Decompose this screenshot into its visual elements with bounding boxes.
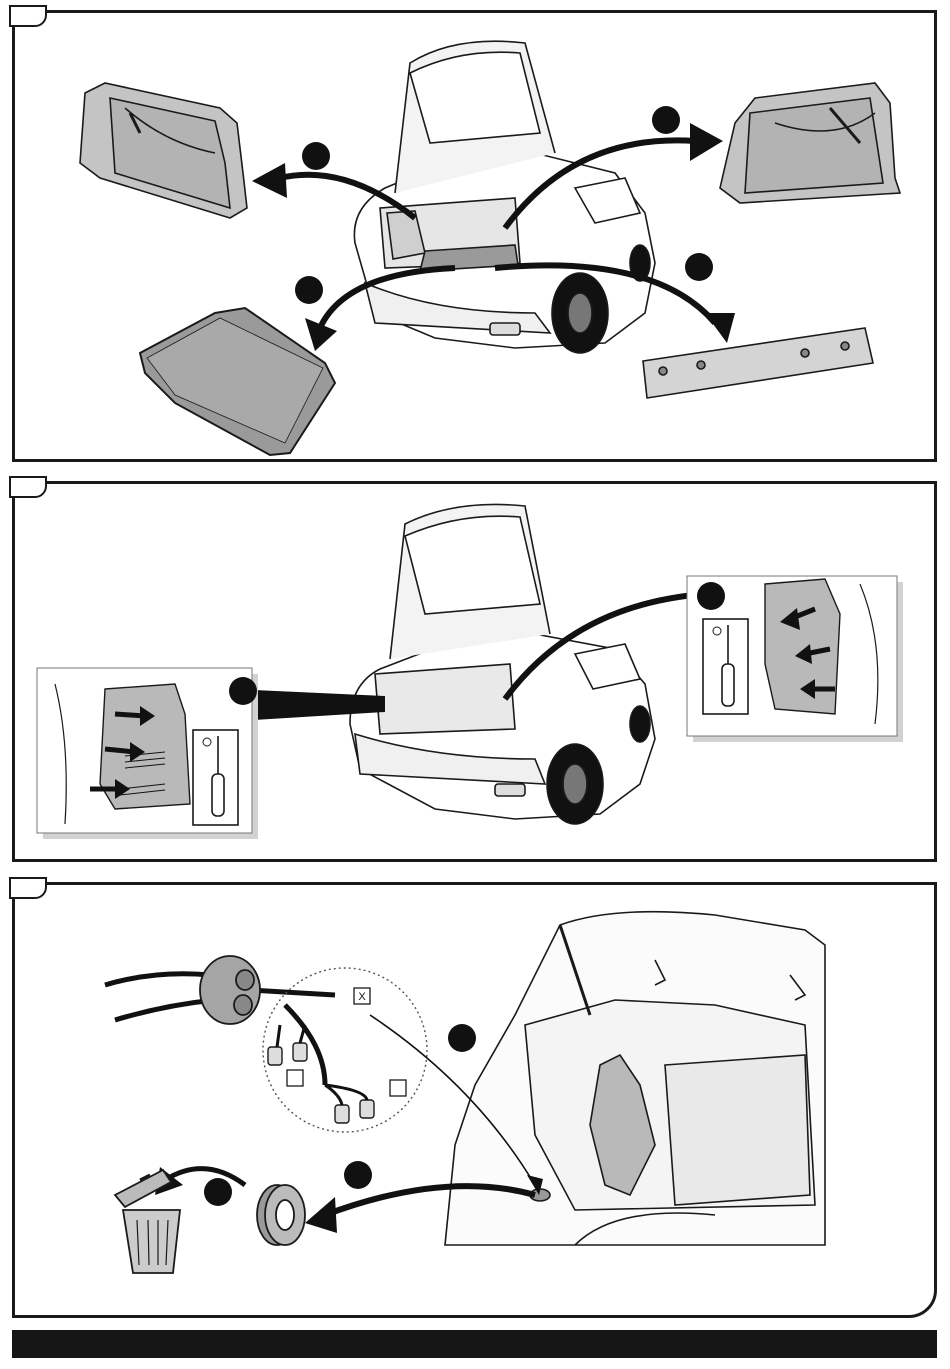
callout-dot xyxy=(302,142,330,170)
step-1-illustration xyxy=(15,13,940,465)
grommet-icon xyxy=(257,1185,305,1245)
left-trim-panel xyxy=(80,83,247,218)
car-icon xyxy=(354,41,655,353)
connector-label-box-top: X xyxy=(354,988,370,1004)
callout-dot xyxy=(652,106,680,134)
callout-dot xyxy=(295,276,323,304)
footer-bar xyxy=(12,1330,937,1358)
scuff-plate xyxy=(643,328,873,398)
right-trim-panel xyxy=(720,83,900,203)
car-icon xyxy=(350,504,655,824)
step-3-illustration: X xyxy=(15,885,940,1321)
floor-mat xyxy=(140,308,335,455)
callout-dot xyxy=(697,582,725,610)
step-panel-3: X xyxy=(12,882,937,1318)
callout-dot xyxy=(344,1161,372,1189)
detail-inset-right xyxy=(687,576,903,742)
connector-plugs xyxy=(268,1025,374,1123)
detail-inset-left xyxy=(37,668,258,839)
step-panel-2 xyxy=(12,481,937,862)
connector-label-box-right xyxy=(390,1080,406,1096)
callout-dot xyxy=(204,1178,232,1206)
connector-label-box-left xyxy=(287,1070,303,1086)
rubber-grommet-seal xyxy=(200,956,260,1024)
screwdriver-icon xyxy=(193,730,238,825)
step-panel-1 xyxy=(12,10,937,462)
connector-label-x: X xyxy=(358,991,366,1003)
callout-dot xyxy=(685,253,713,281)
car-trunk-interior xyxy=(445,912,825,1245)
screwdriver-icon xyxy=(703,619,748,714)
step-2-illustration xyxy=(15,484,940,865)
callout-dot xyxy=(448,1024,476,1052)
callout-dot xyxy=(229,677,257,705)
